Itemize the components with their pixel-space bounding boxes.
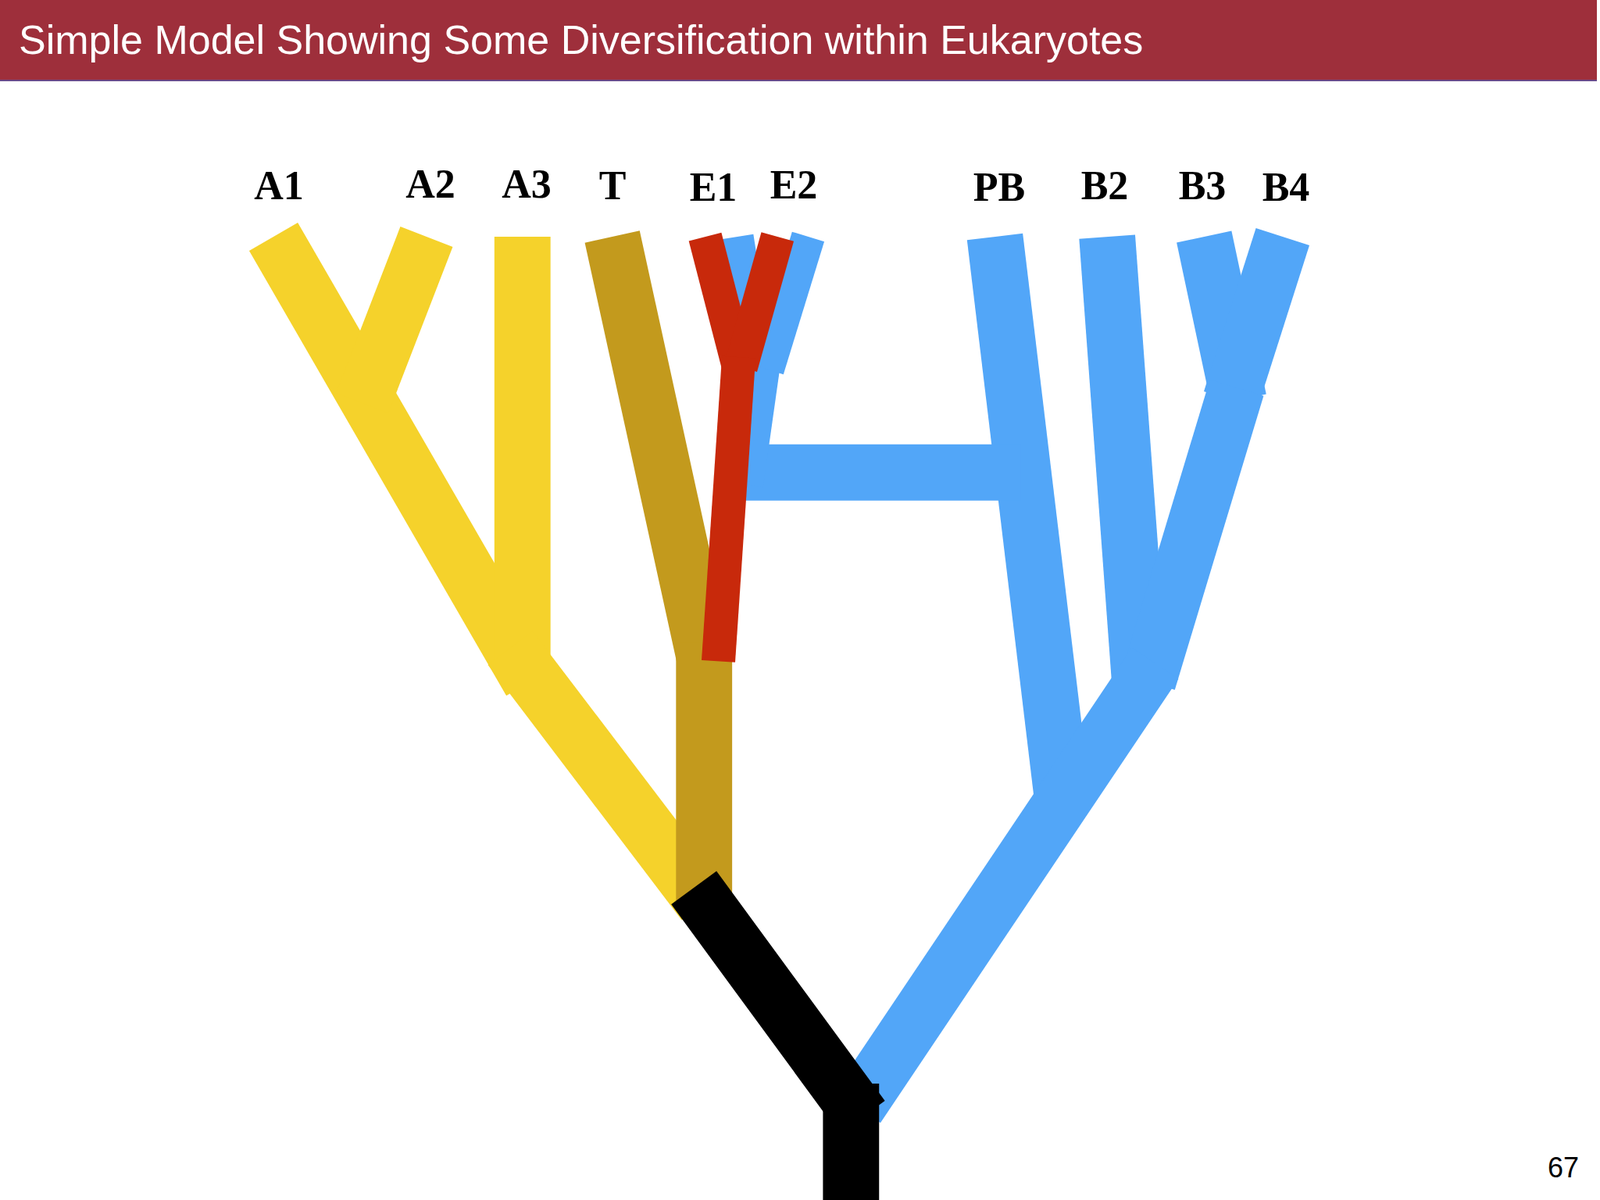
tip-label: A1 [253,162,304,210]
tip-label: PB [973,164,1025,211]
tip-label: B3 [1178,162,1227,210]
tip-label: B2 [1081,162,1129,210]
tip-label: T [599,162,627,210]
page-number: 67 [1547,1152,1579,1184]
tip-label: E2 [770,161,818,209]
slide-title: Simple Model Showing Some Diversificatio… [18,0,1143,80]
tip-label: B4 [1262,164,1311,211]
tip-label: A2 [405,160,456,208]
tip-label: A3 [501,160,552,208]
tip-label: E1 [689,164,738,211]
